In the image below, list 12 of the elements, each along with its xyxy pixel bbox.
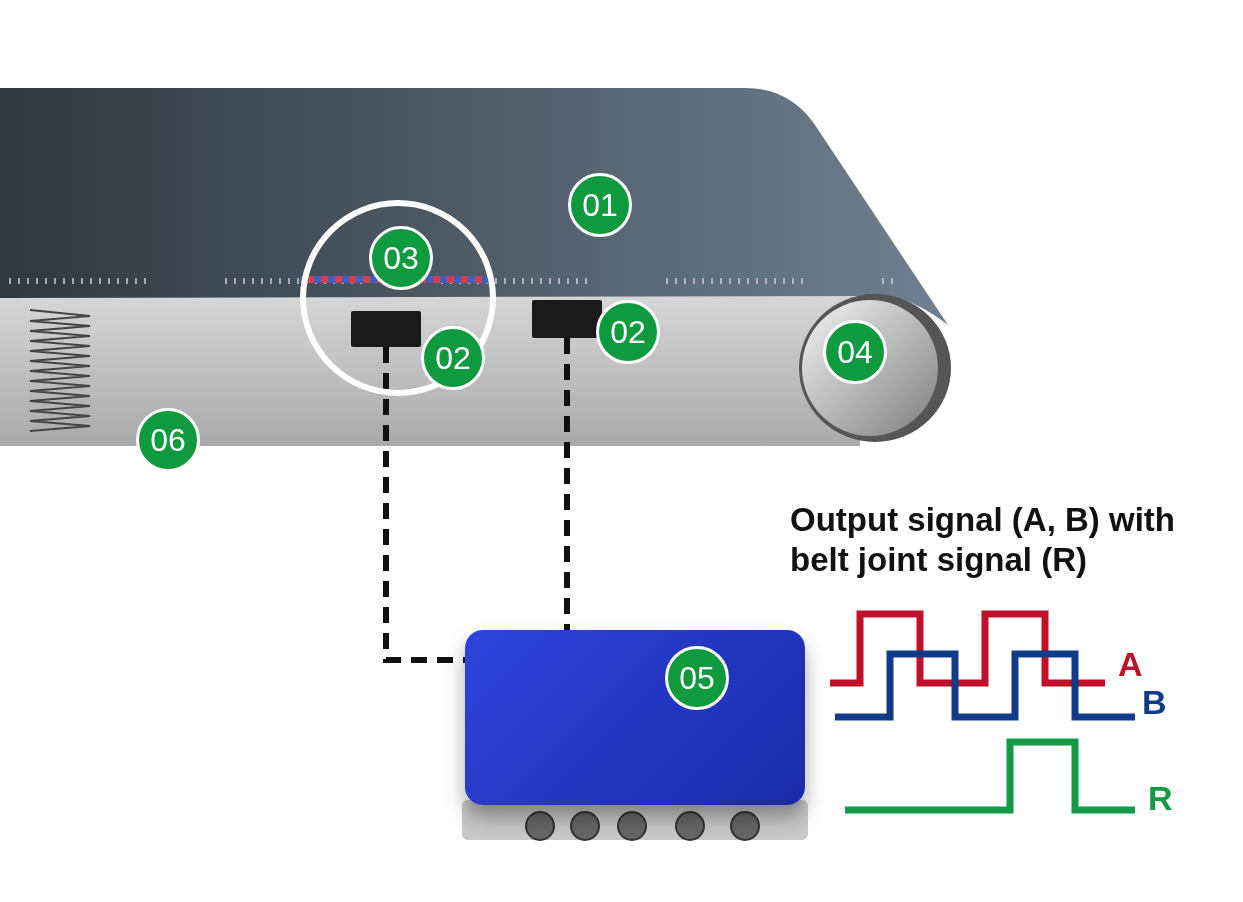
signal-label: B — [1142, 682, 1168, 723]
signal-title: Output signal (A, B) with belt joint signal (R) — [790, 500, 1176, 580]
callout-number: 05 — [665, 646, 729, 710]
control-box — [465, 630, 805, 805]
dashed-connector — [383, 347, 465, 663]
signal-label: R — [1148, 778, 1174, 819]
magnifier-circle — [300, 200, 496, 396]
callout-number: 06 — [136, 408, 200, 472]
signal-label: A — [1118, 644, 1144, 685]
sensor-block — [351, 311, 421, 347]
sensor-block — [532, 300, 602, 338]
dashed-connector — [564, 338, 570, 630]
